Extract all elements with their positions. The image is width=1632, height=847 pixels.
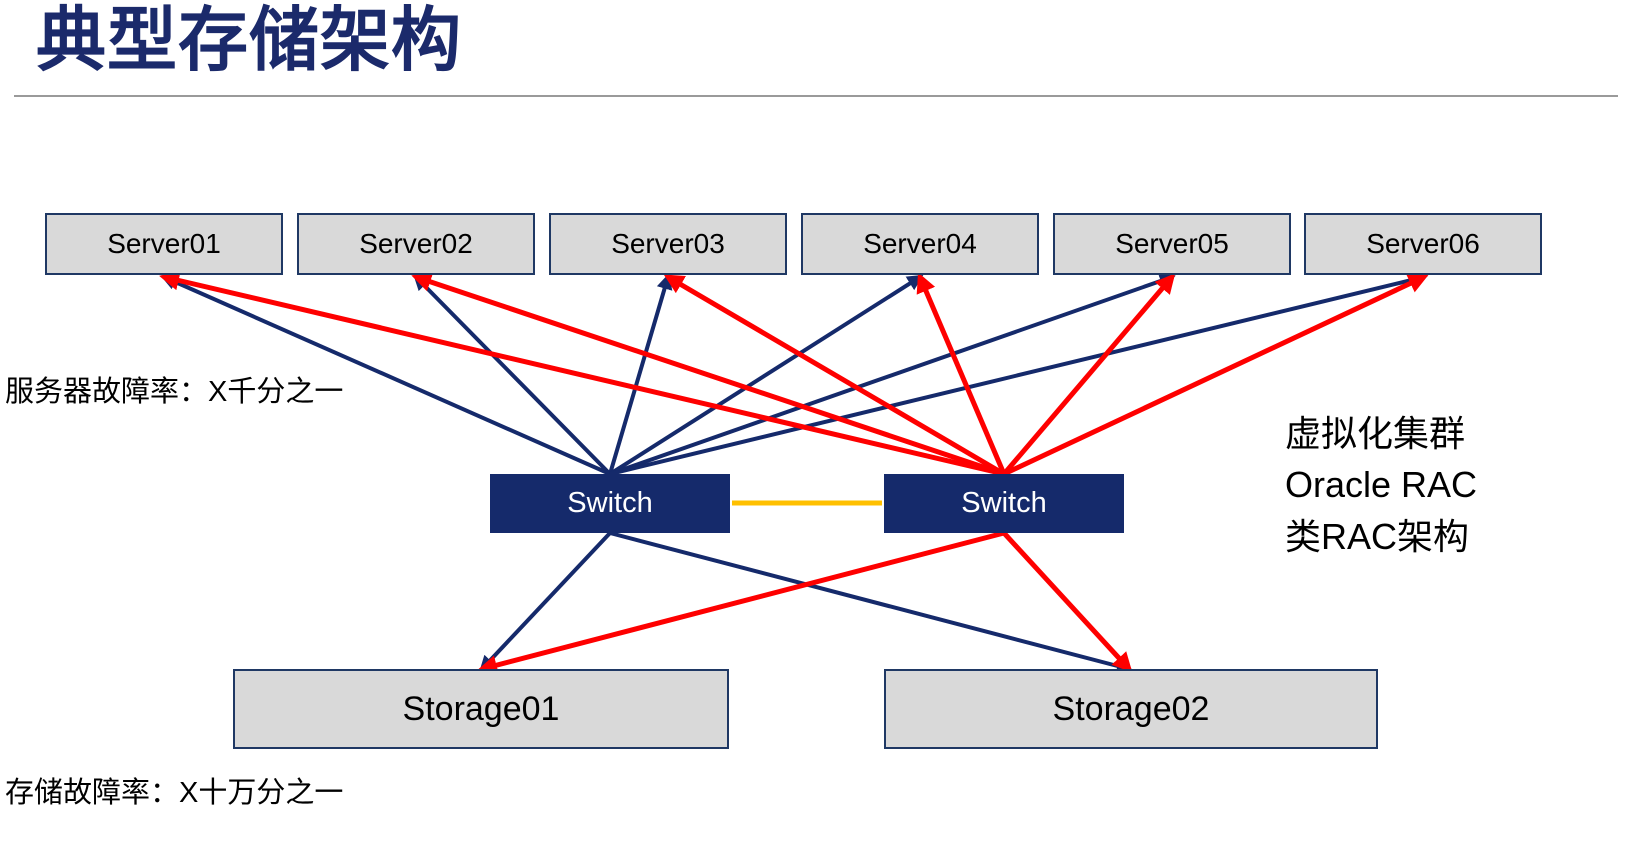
- edge-server4-switch1: [608, 274, 924, 476]
- edge-switch1-storage2: [609, 531, 1133, 674]
- server-node-2: Server02: [297, 213, 535, 275]
- server-label: Server04: [863, 228, 977, 259]
- edge-server2-switch1: [413, 274, 612, 476]
- edge-server1-switch2: [159, 270, 1005, 477]
- edge-server2-switch2: [411, 272, 1005, 477]
- server-label: Server05: [1115, 228, 1229, 259]
- edge-server3-switch1: [608, 273, 673, 475]
- server-label: Server02: [359, 228, 473, 259]
- edge-switch1-storage1: [479, 531, 612, 672]
- edge-server5-switch2: [1002, 273, 1176, 476]
- server-label: Server01: [107, 228, 221, 259]
- server-failure-rate-label: 服务器故障率：X千分之一: [5, 376, 344, 408]
- server-node-6: Server06: [1304, 213, 1542, 275]
- server-node-5: Server05: [1053, 213, 1291, 275]
- switch-node-left: Switch: [490, 474, 730, 533]
- cluster-architecture-note: 虚拟化集群 Oracle RAC 类RAC架构: [1285, 413, 1478, 557]
- edge-switch2-storage1: [477, 530, 1005, 675]
- edge-server5-switch1: [609, 273, 1176, 476]
- server-label: Server06: [1366, 228, 1480, 259]
- storage-label: Storage02: [1052, 689, 1210, 728]
- switch-node-right: Switch: [884, 474, 1124, 533]
- switch-label: Switch: [567, 487, 653, 519]
- edge-server6-switch2: [1002, 274, 1429, 477]
- storage-label: Storage01: [402, 689, 560, 728]
- server-node-4: Server04: [801, 213, 1039, 275]
- edge-switch2-storage2: [1002, 531, 1133, 673]
- server-node-3: Server03: [549, 213, 787, 275]
- switch-label: Switch: [961, 487, 1047, 519]
- title-divider: [14, 95, 1618, 97]
- edge-server6-switch1: [609, 272, 1428, 476]
- storage-failure-rate-label: 存储故障率：X十万分之一: [5, 777, 344, 809]
- server-node-1: Server01: [45, 213, 283, 275]
- page-title: 典型存储架构: [36, 1, 462, 79]
- storage-node-1: Storage01: [233, 669, 729, 749]
- storage-node-2: Storage02: [884, 669, 1378, 749]
- edge-server1-switch1: [160, 274, 611, 476]
- edge-server4-switch2: [916, 272, 1007, 475]
- server-label: Server03: [611, 228, 725, 259]
- edge-server3-switch2: [663, 274, 1006, 477]
